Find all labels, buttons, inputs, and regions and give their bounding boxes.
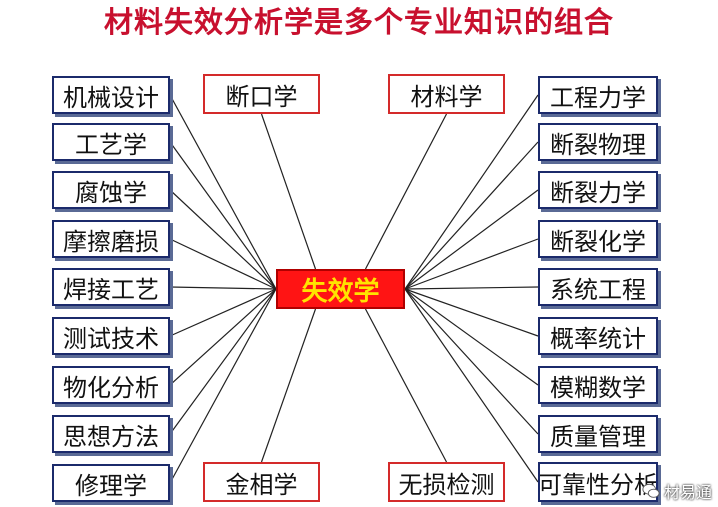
- connector-line: [404, 94, 539, 290]
- right-node: 断裂化学: [538, 220, 658, 258]
- connector-line: [169, 288, 277, 484]
- connector-line: [404, 288, 539, 337]
- connector-line: [169, 141, 277, 290]
- right-node: 系统工程: [538, 268, 658, 306]
- diagram-title: 材料失效分析学是多个专业知识的组合: [103, 5, 614, 39]
- left-node: 工艺学: [52, 123, 170, 161]
- left-node: 修理学: [52, 464, 170, 502]
- connector-line: [169, 288, 277, 386]
- right-node: 断裂力学: [538, 171, 658, 209]
- watermark-text: 材易通: [663, 483, 712, 502]
- connector-line: [260, 308, 317, 463]
- connector-line: [260, 113, 317, 270]
- connector-line: [404, 288, 539, 435]
- connector-line: [169, 189, 277, 290]
- left-node: 焊接工艺: [52, 268, 170, 306]
- watermark: 材易通: [642, 479, 712, 503]
- left-node: 摩擦磨损: [52, 220, 170, 258]
- connector-line: [169, 288, 277, 435]
- left-node: 测试技术: [52, 317, 170, 355]
- connector-line: [169, 94, 277, 290]
- connector-line: [404, 141, 539, 290]
- connector-line: [404, 286, 539, 290]
- left-node: 思想方法: [52, 415, 170, 453]
- connector-line: [169, 288, 277, 337]
- connector-line: [404, 189, 539, 290]
- right-node: 工程力学: [538, 76, 658, 114]
- right-node: 概率统计: [538, 317, 658, 355]
- connector-line: [404, 238, 539, 290]
- wechat-icon: [642, 483, 660, 498]
- right-node: 质量管理: [538, 415, 658, 453]
- left-node: 机械设计: [52, 76, 170, 114]
- connector-line: [169, 238, 277, 290]
- connector-line: [169, 286, 277, 290]
- connector-line: [364, 113, 448, 270]
- left-node: 物化分析: [52, 366, 170, 404]
- right-node: 可靠性分析: [538, 462, 658, 502]
- connector-line: [364, 308, 448, 463]
- top-node: 断口学: [203, 74, 320, 114]
- connector-line: [404, 288, 539, 483]
- bottom-node: 金相学: [203, 462, 320, 502]
- center-node: 失效学: [276, 269, 405, 309]
- connector-line: [404, 288, 539, 386]
- right-node: 模糊数学: [538, 366, 658, 404]
- bottom-node: 无损检测: [388, 462, 505, 502]
- top-node: 材料学: [388, 74, 505, 114]
- left-node: 腐蚀学: [52, 171, 170, 209]
- right-node: 断裂物理: [538, 123, 658, 161]
